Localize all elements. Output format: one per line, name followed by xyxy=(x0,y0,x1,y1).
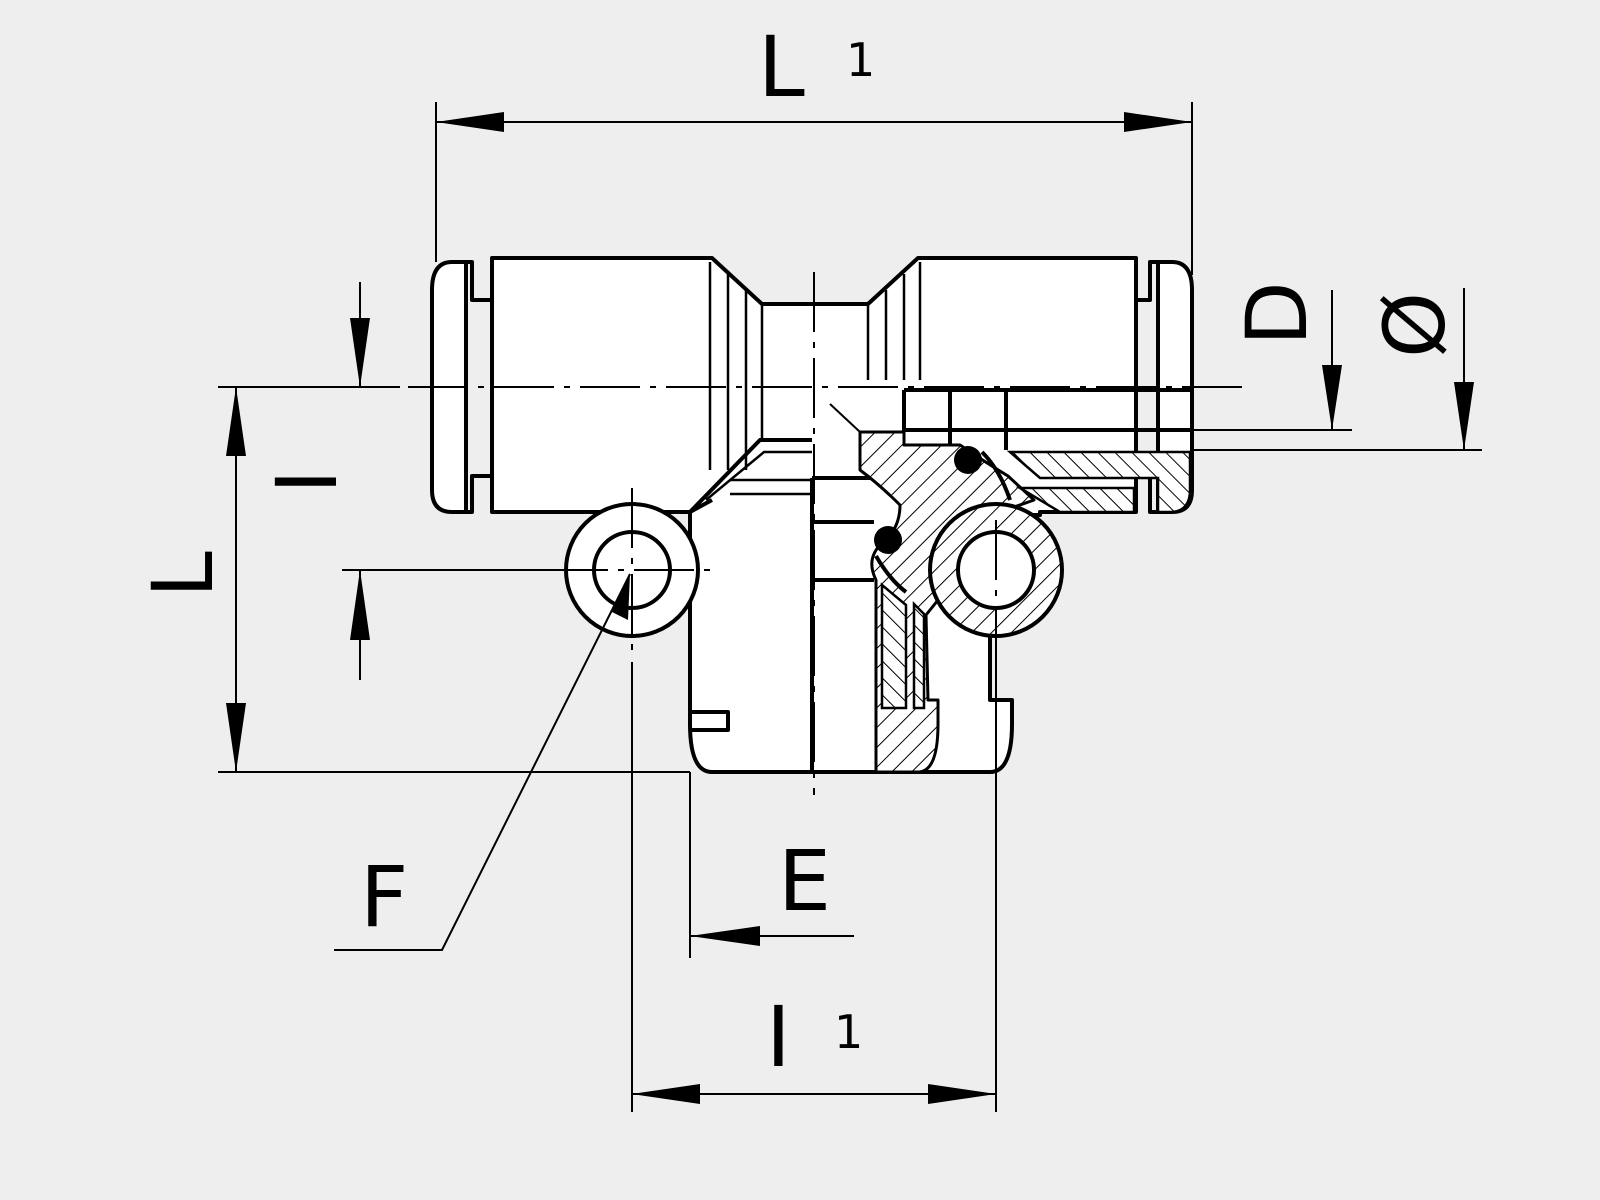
label-d-tube: D xyxy=(1228,281,1326,346)
section-hatch-thread-lower xyxy=(880,582,908,710)
center-lines xyxy=(408,272,1248,795)
label-i1-sub: 1 xyxy=(834,1005,863,1059)
fitting-body xyxy=(430,256,1194,774)
dimension-lines xyxy=(218,102,1482,1112)
label-e-thickness: E xyxy=(778,832,831,930)
dimension-labels: L 1 L I D Ø F E I 1 xyxy=(134,18,1464,1086)
label-i1-main: I xyxy=(766,988,791,1086)
o-ring-upper xyxy=(954,446,982,474)
label-l1-main: L xyxy=(758,18,805,116)
label-l-height: L xyxy=(134,551,232,598)
label-l1-sub: 1 xyxy=(846,33,875,87)
label-f-hole: F xyxy=(360,848,408,946)
section-hatch-thread-right xyxy=(1006,450,1192,514)
label-dia-outer: Ø xyxy=(1366,292,1464,358)
o-ring-lower xyxy=(874,526,902,554)
label-i-offset: I xyxy=(258,469,356,494)
